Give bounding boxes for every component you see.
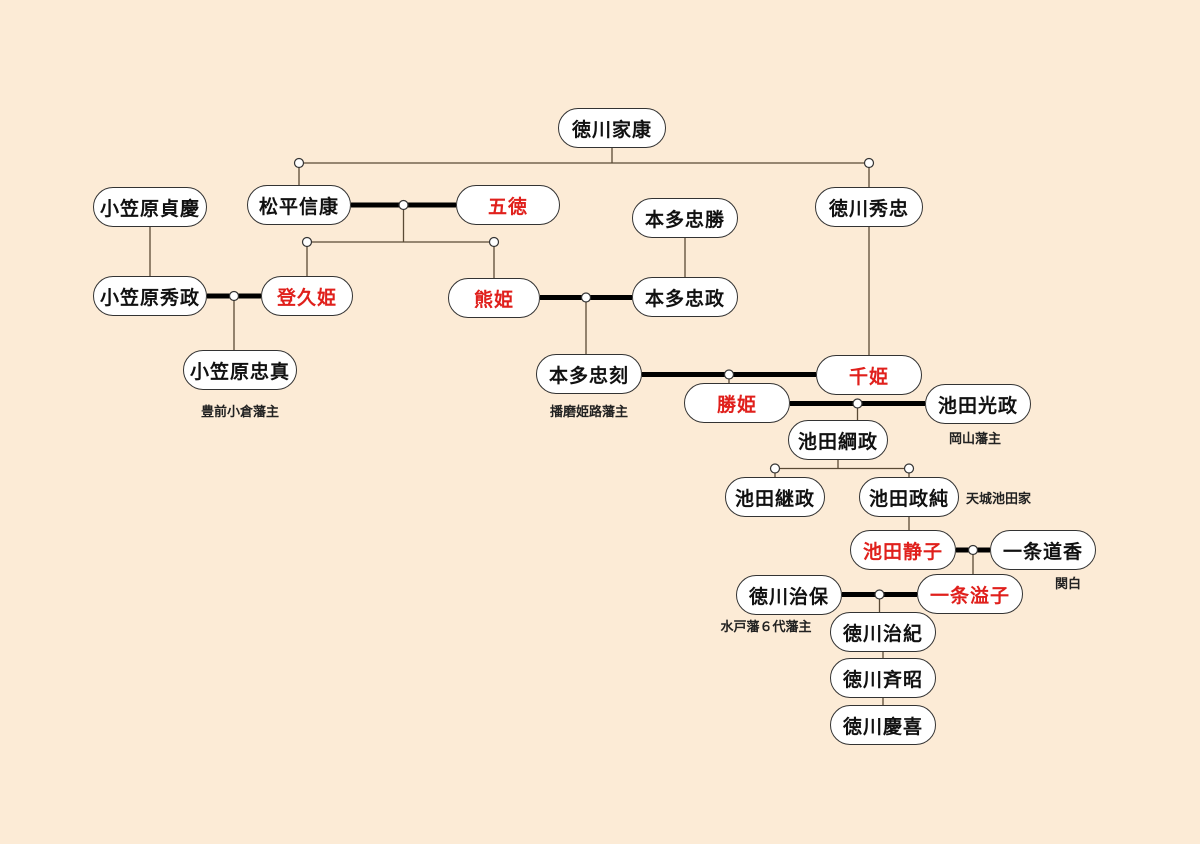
junction-dot [852,398,863,409]
person-node-katsuhime: 勝姫 [684,383,790,423]
person-node-tadamasa: 本多忠政 [632,277,738,317]
person-note-tadazane: 豊前小倉藩主 [200,405,279,420]
person-node-yoshinobu: 徳川慶喜 [830,705,936,745]
person-node-harutoshi: 徳川治紀 [830,612,936,652]
person-node-shizuko: 池田静子 [850,530,956,570]
junction-dot [863,157,875,169]
junction-dot [874,589,885,600]
person-node-gotoku: 五徳 [456,185,560,225]
person-node-mitsumasa: 池田光政 [925,384,1031,424]
junction-dot [723,369,735,380]
person-node-tadatoki: 本多忠刻 [536,354,642,394]
person-node-ieyasu: 徳川家康 [558,108,666,148]
person-node-tsugumasa: 池田継政 [725,477,825,517]
person-node-masazumi: 池田政純 [859,477,959,517]
person-node-tadazane: 小笠原忠真 [183,350,297,390]
junction-dot [488,236,500,248]
person-node-sadayoshi: 小笠原貞慶 [93,187,207,227]
person-node-senhime: 千姫 [816,355,922,395]
person-node-nobuyasu: 松平信康 [247,185,351,225]
junction-dot [228,290,240,302]
person-node-tsunamasa: 池田綱政 [788,420,888,460]
person-node-tadakatsu: 本多忠勝 [632,198,738,238]
junction-dot [301,236,313,248]
junction-dot [769,463,781,474]
person-note-mitsumasa: 岡山藩主 [948,432,1001,447]
junction-dot [580,292,592,303]
junction-dot [967,544,979,556]
person-note-tadatoki: 播磨姫路藩主 [549,405,628,420]
person-node-tokuhime: 登久姫 [261,276,353,316]
person-node-itsuko: 一条溢子 [917,574,1023,614]
person-node-nariaki: 徳川斉昭 [830,658,936,698]
person-node-kumahime: 熊姫 [448,278,540,318]
person-note-michika: 関白 [1054,577,1081,592]
person-node-michika: 一条道香 [990,530,1096,570]
junction-dot [293,157,305,169]
junction-dot [903,463,915,474]
person-note-harumori: 水戸藩６代藩主 [720,620,812,635]
junction-dot [398,199,409,211]
person-node-hidemasa: 小笠原秀政 [93,276,207,316]
person-node-harumori: 徳川治保 [736,575,842,615]
person-note-masazumi: 天城池田家 [966,492,1032,507]
person-node-hidetada: 徳川秀忠 [815,187,923,227]
